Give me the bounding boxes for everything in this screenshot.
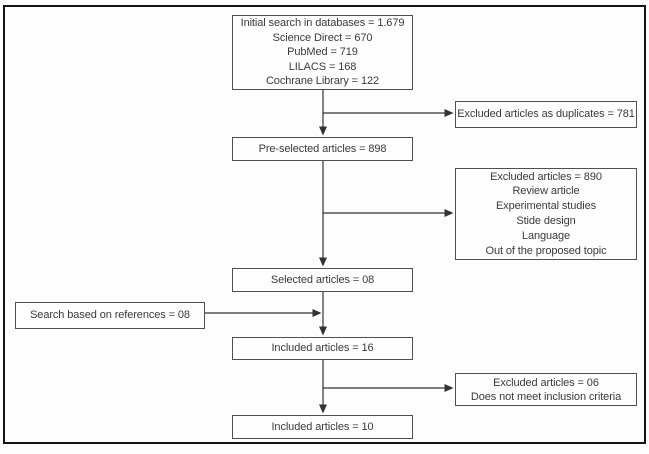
box-included-10-line: Included articles = 10 [271, 420, 374, 433]
box-excluded-criteria-line: Excluded articles = 06 [493, 376, 599, 389]
box-search-references: Search based on references = 08 [15, 302, 205, 329]
box-initial-search-line: Initial search in databases = 1.679 [240, 17, 405, 30]
box-excluded-screening-line: Experimental studies [495, 200, 597, 213]
box-excluded-screening-line: Excluded articles = 890 [490, 170, 602, 183]
box-initial-search-line: Cochrane Library = 122 [265, 75, 380, 88]
box-pre-selected-line: Pre-selected articles = 898 [258, 142, 387, 155]
box-excluded-screening-line: Stide design [516, 215, 576, 227]
box-initial-search: Initial search in databases = 1.679 Scie… [232, 15, 413, 90]
box-excluded-criteria-line: Does not meet inclusion criteria [470, 390, 622, 403]
box-initial-search-line: PubMed = 719 [287, 46, 358, 59]
box-pre-selected: Pre-selected articles = 898 [232, 137, 413, 161]
box-included-16: Included articles = 16 [232, 337, 413, 360]
box-search-references-line: Search based on references = 08 [30, 309, 190, 322]
box-excluded-screening: Excluded articles = 890 Review article E… [455, 168, 637, 260]
box-initial-search-line: Science Direct = 670 [272, 31, 373, 44]
box-included-10: Included articles = 10 [232, 415, 413, 439]
box-excluded-screening-line: Language [521, 229, 571, 242]
box-initial-search-line: LILACS = 168 [288, 60, 357, 73]
box-selected-line: Selected articles = 08 [270, 273, 375, 286]
box-included-16-line: Included articles = 16 [271, 342, 374, 355]
figure-frame [3, 5, 646, 444]
box-excluded-criteria: Excluded articles = 06 Does not meet inc… [455, 373, 637, 406]
box-excluded-duplicates: Excluded articles as duplicates = 781 [455, 101, 637, 128]
box-selected: Selected articles = 08 [232, 268, 413, 292]
box-excluded-duplicates-line: Excluded articles as duplicates = 781 [457, 108, 635, 121]
box-excluded-screening-line: Review article [512, 185, 580, 198]
box-excluded-screening-line: Out of the proposed topic [485, 244, 607, 257]
